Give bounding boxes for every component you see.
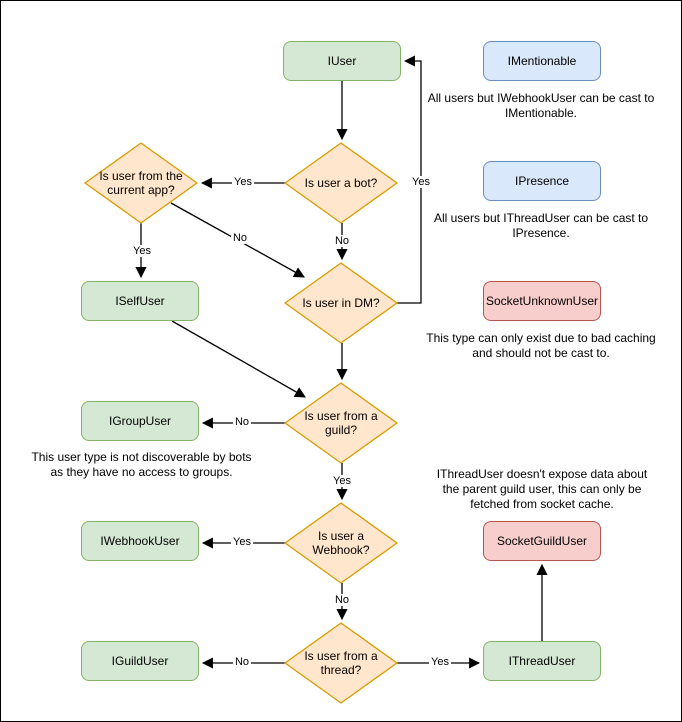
edge-label-webhook-no: No <box>332 593 352 607</box>
caption-imentionable-note: All users but IWebhookUser can be cast t… <box>427 91 655 120</box>
edge-label-dm-yes: Yes <box>410 175 432 189</box>
decision-label-is-guild: Is user from a guild? <box>304 408 378 437</box>
edge-label-thread-yes: Yes <box>429 655 451 669</box>
node-socketunknownuser: SocketUnknownUser <box>483 281 601 321</box>
decision-label-is-current-app: Is user from the current app? <box>99 168 183 197</box>
node-socketguilduser: SocketGuildUser <box>483 521 601 561</box>
edge-label-app-no: No <box>230 231 250 245</box>
node-label: IGuildUser <box>111 654 169 668</box>
caption-ipresence-note: All users but IThreadUser can be cast to… <box>433 211 649 240</box>
node-label: IWebhookUser <box>100 534 180 548</box>
node-label: SocketUnknownUser <box>485 294 599 308</box>
node-iselfuser: ISelfUser <box>81 281 199 321</box>
decision-label-is-bot: Is user a bot? <box>304 175 378 190</box>
node-iwebhookuser: IWebhookUser <box>81 521 199 561</box>
node-iuser: IUser <box>283 41 401 81</box>
edge-label-bot-no: No <box>332 234 352 248</box>
node-ipresence: IPresence <box>483 161 601 201</box>
node-ithreaduser: IThreadUser <box>483 641 601 681</box>
node-imentionable: IMentionable <box>483 41 601 81</box>
decision-label-is-thread: Is user from a thread? <box>304 648 378 677</box>
edge-label-guild-yes: Yes <box>331 474 353 488</box>
edge-label-guild-no: No <box>232 415 252 429</box>
node-igroupuser: IGroupUser <box>81 401 199 441</box>
node-label: SocketGuildUser <box>496 534 588 548</box>
node-label: IThreadUser <box>508 654 576 668</box>
edge-label-bot-yes: Yes <box>232 175 254 189</box>
node-label: IGroupUser <box>108 414 172 428</box>
caption-igroupuser-note: This user type is not discoverable by bo… <box>31 450 252 479</box>
node-label: ISelfUser <box>115 294 165 308</box>
decision-label-is-webhook: Is user a Webhook? <box>312 528 370 557</box>
edge-label-app-yes: Yes <box>131 244 153 258</box>
edge-label-thread-no: No <box>232 655 252 669</box>
caption-ithreaduser-note: IThreadUser doesn't expose data about th… <box>436 467 648 511</box>
node-label: IUser <box>327 54 357 68</box>
node-label: IPresence <box>514 174 570 188</box>
decision-label-is-dm: Is user in DM? <box>302 295 380 310</box>
node-label: IMentionable <box>507 54 577 68</box>
edge-label-webhook-yes: Yes <box>231 535 253 549</box>
caption-socketunknownuser-note: This type can only exist due to bad cach… <box>426 331 656 360</box>
node-iguilduser: IGuildUser <box>81 641 199 681</box>
